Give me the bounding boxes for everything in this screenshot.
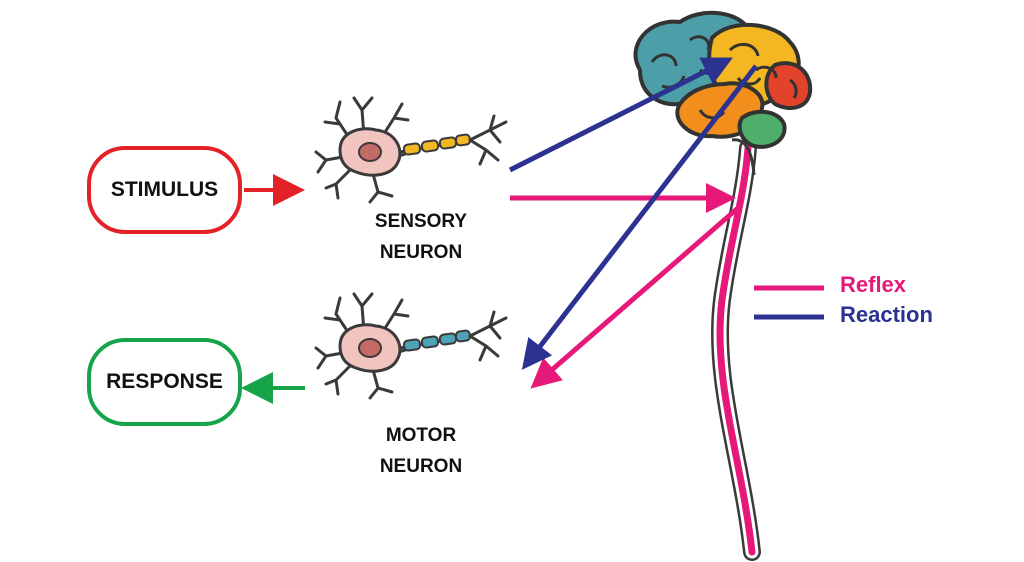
brain-icon — [633, 10, 813, 149]
motor-caption-line1: MOTOR — [385, 425, 457, 446]
motor-neuron-caption: MOTOR NEURON — [346, 420, 496, 482]
sensory-neuron-caption: SENSORY NEURON — [346, 206, 496, 268]
sensory-caption-line2: NEURON — [379, 242, 463, 263]
legend-reaction-label: Reaction — [840, 302, 933, 327]
motor-caption-line2: NEURON — [379, 456, 463, 477]
reaction-path-brain-to-motor — [521, 64, 758, 370]
stimulus-box: STIMULUS — [87, 146, 242, 234]
response-box: RESPONSE — [87, 338, 242, 426]
legend-reflex-label: Reflex — [840, 272, 907, 297]
stimulus-label: STIMULUS — [110, 178, 219, 201]
response-label: RESPONSE — [106, 370, 223, 393]
reflex-path-cord-to-motor — [530, 206, 740, 389]
sensory-caption-line1: SENSORY — [374, 211, 468, 232]
sensory-neuron-icon — [314, 96, 508, 204]
motor-neuron-icon — [314, 292, 508, 400]
spinal-cord-icon — [711, 138, 761, 561]
reaction-path-sensory-to-brain — [508, 57, 733, 173]
